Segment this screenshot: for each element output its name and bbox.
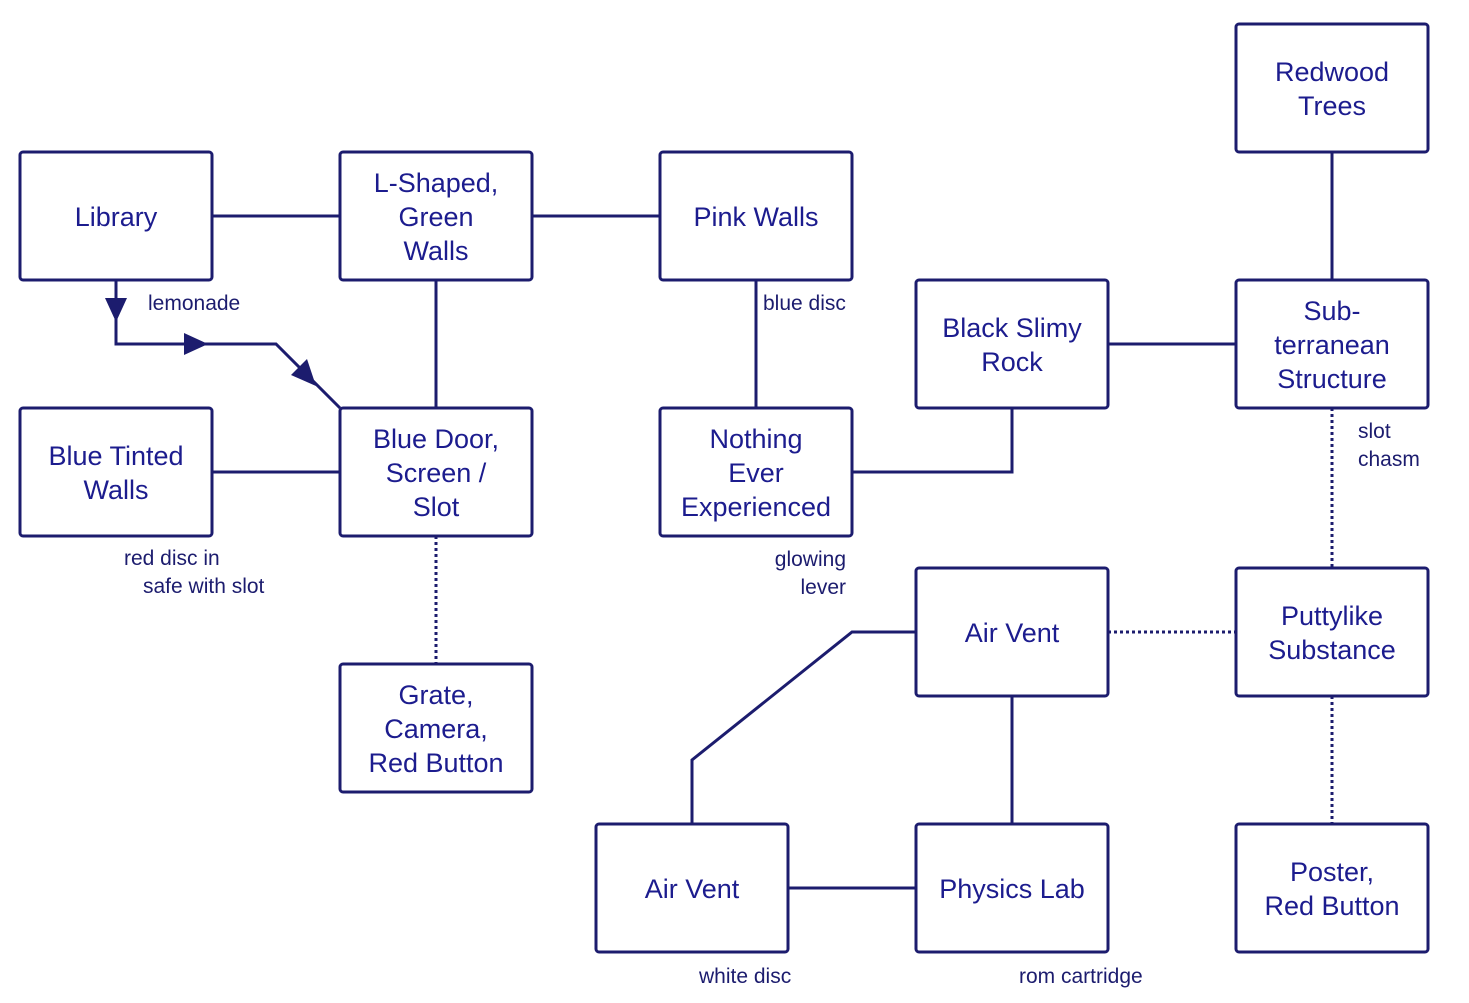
- room-label: Puttylike: [1281, 601, 1383, 631]
- room-physics-lab: Physics Lab: [914, 822, 1110, 954]
- room-library: Library: [18, 150, 214, 282]
- room-label: Poster,: [1290, 857, 1374, 887]
- room-label: Sub-: [1303, 296, 1360, 326]
- label-red-disc: red disc in: [124, 547, 220, 570]
- connector-black-nothing: [852, 408, 1014, 474]
- room-label: L-Shaped,: [374, 168, 499, 198]
- room-label: Blue Door,: [373, 424, 499, 454]
- connector-airvent-airvent: [690, 630, 916, 824]
- room-label: Walls: [84, 475, 149, 505]
- room-pink-walls: Pink Walls: [658, 150, 854, 282]
- room-puttylike: Puttylike Substance: [1234, 566, 1430, 698]
- label-rom-cartridge: rom cartridge: [1019, 965, 1143, 988]
- room-air-vent-top: Air Vent: [914, 566, 1110, 698]
- arrow-right-icon: [184, 333, 208, 355]
- label-blue-disc: blue disc: [763, 292, 846, 315]
- room-subterranean: Sub- terranean Structure: [1234, 278, 1430, 410]
- room-label: Green: [398, 202, 473, 232]
- room-label: Nothing: [709, 424, 802, 454]
- room-label: Red Button: [1264, 891, 1399, 921]
- room-label: terranean: [1274, 330, 1390, 360]
- room-label: Physics Lab: [939, 874, 1085, 904]
- room-label: Black Slimy: [942, 313, 1082, 343]
- room-label: Structure: [1277, 364, 1387, 394]
- room-grate: Grate, Camera, Red Button: [338, 662, 534, 794]
- room-air-vent-bottom: Air Vent: [594, 822, 790, 954]
- label-safe-with-slot: safe with slot: [143, 575, 265, 598]
- room-label: Screen /: [386, 458, 487, 488]
- room-blue-tinted: Blue Tinted Walls: [18, 406, 214, 538]
- arrow-diagonal-icon: [291, 359, 316, 386]
- room-label: Grate,: [398, 680, 473, 710]
- room-label: Camera,: [384, 714, 488, 744]
- room-label: Blue Tinted: [48, 441, 183, 471]
- room-label: Air Vent: [965, 618, 1060, 648]
- room-label: Red Button: [368, 748, 503, 778]
- room-label: Slot: [413, 492, 460, 522]
- arrow-down-icon: [105, 298, 127, 322]
- room-l-shaped: L-Shaped, Green Walls: [338, 150, 534, 282]
- room-nothing-ever: Nothing Ever Experienced: [658, 406, 854, 538]
- room-label: Library: [75, 202, 158, 232]
- room-label: Substance: [1268, 635, 1396, 665]
- room-label: Pink Walls: [693, 202, 818, 232]
- room-black-slimy: Black Slimy Rock: [914, 278, 1110, 410]
- label-lemonade: lemonade: [148, 292, 240, 315]
- label-slot: slot: [1358, 420, 1391, 443]
- connectors: [105, 152, 1334, 890]
- room-label: Walls: [404, 236, 469, 266]
- label-chasm: chasm: [1358, 448, 1420, 471]
- label-white-disc: white disc: [698, 965, 791, 988]
- room-label: Rock: [981, 347, 1043, 377]
- room-redwood: Redwood Trees: [1234, 22, 1430, 154]
- room-label: Experienced: [681, 492, 831, 522]
- room-label: Trees: [1298, 91, 1366, 121]
- room-label: Air Vent: [645, 874, 740, 904]
- label-lever: lever: [800, 576, 846, 599]
- room-label: Ever: [728, 458, 784, 488]
- label-glowing: glowing: [775, 548, 846, 571]
- room-blue-door: Blue Door, Screen / Slot: [338, 406, 534, 538]
- room-label: Redwood: [1275, 57, 1389, 87]
- room-poster: Poster, Red Button: [1234, 822, 1430, 954]
